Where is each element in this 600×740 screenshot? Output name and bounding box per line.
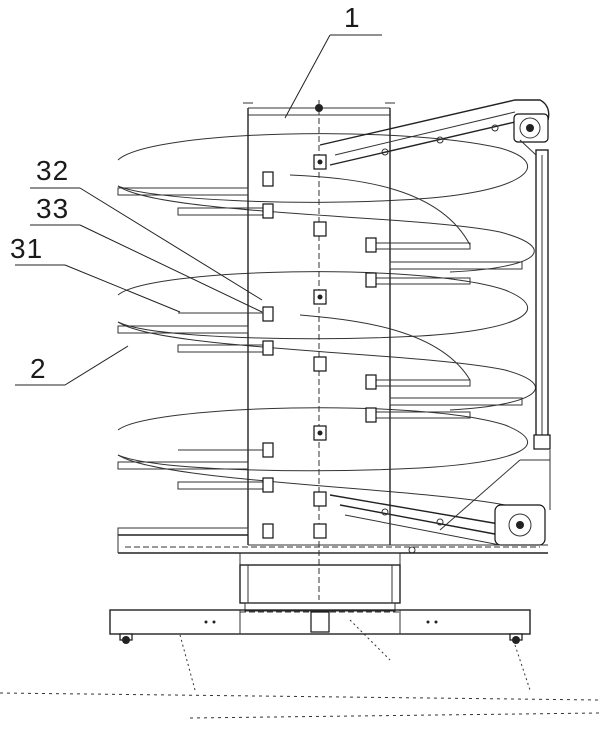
spiral-base: [117, 534, 548, 566]
leader-lines: [15, 34, 382, 386]
left-shelf-arms: [117, 171, 274, 539]
pedestal: [239, 564, 401, 612]
ground-line: [0, 619, 600, 719]
right-vertical-rail: [439, 139, 551, 531]
callout-33: 33: [36, 193, 70, 224]
lower-conveyor-arm: [329, 494, 546, 554]
center-hangers: [313, 154, 327, 539]
callout-32: 32: [36, 155, 70, 186]
spiral-track: [117, 133, 536, 506]
upper-conveyor-arm: [319, 99, 550, 166]
callout-1: 1: [344, 2, 361, 33]
trolley-base: [109, 609, 531, 644]
callout-31: 31: [10, 233, 44, 264]
right-shelf-arms: [365, 237, 523, 423]
callout-2: 2: [30, 353, 47, 384]
